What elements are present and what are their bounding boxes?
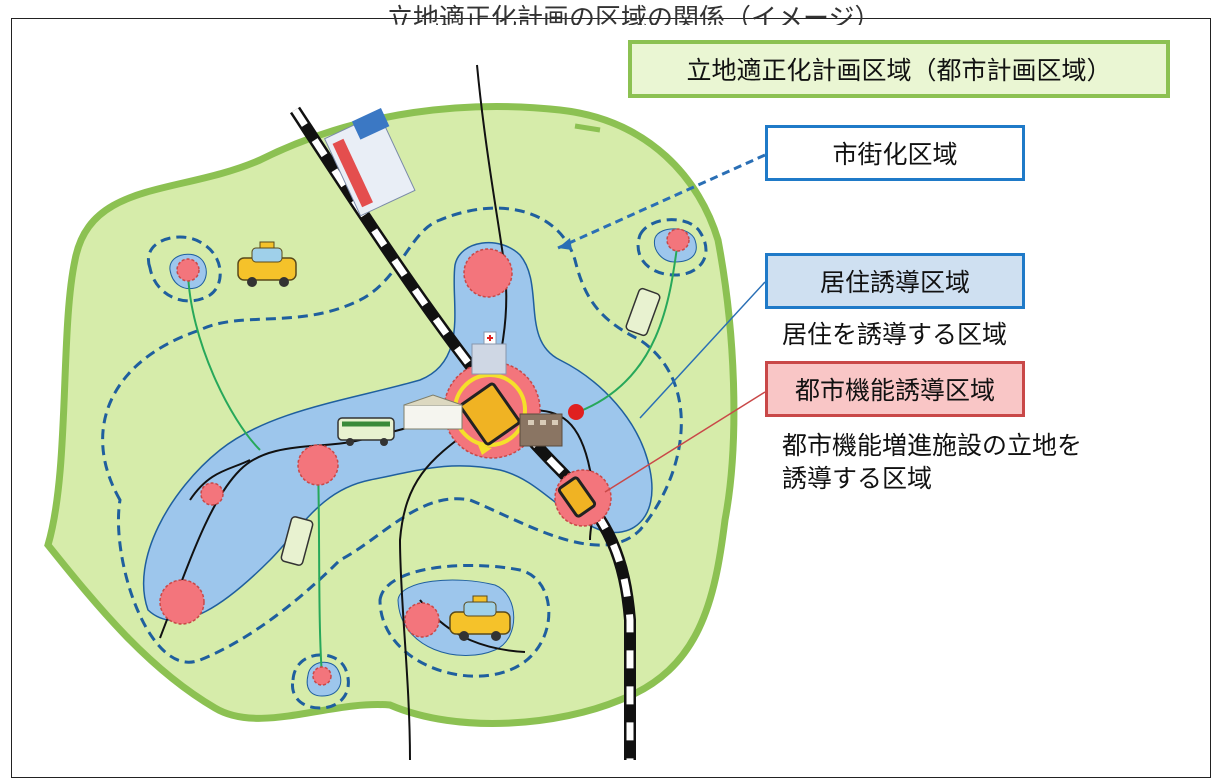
taxi-icon [237,241,297,287]
urban-function-desc-line1: 都市機能増進施設の立地を [782,431,1083,460]
residential-desc-line1: 居住を誘導する区域 [782,320,1008,349]
urban-function-area-description: 都市機能増進施設の立地を 誘導する区域 [782,429,1082,495]
leader-lines [557,123,766,493]
urban-function-area-label: 都市機能誘導区域 [765,361,1025,417]
bus-icon [337,417,395,446]
hospital-icon [323,108,416,217]
office-building-icon [519,413,563,447]
diagram-title: 立地適正化計画の区域の関係（イメージ） [387,4,881,25]
station-small-icon [557,476,597,518]
residential-area-shape [143,241,653,622]
taxi-icon-south [449,595,511,641]
urbanization-area-label: 市街化区域 [765,125,1025,181]
mall-icon [403,394,463,430]
residential-area-description: 居住を誘導する区域 [782,318,1007,351]
bus-routes [187,239,679,677]
urbanization-area-boundary [101,206,708,710]
residential-area-label: 居住誘導区域 [765,253,1025,309]
urban-function-desc-line2: 誘導する区域 [782,464,933,493]
planning-area-label: 立地適正化計画区域（都市計画区域） [628,40,1170,98]
bus-icon-east [625,287,661,337]
clinic-icon [471,331,507,375]
bus-icon-west [280,516,314,566]
